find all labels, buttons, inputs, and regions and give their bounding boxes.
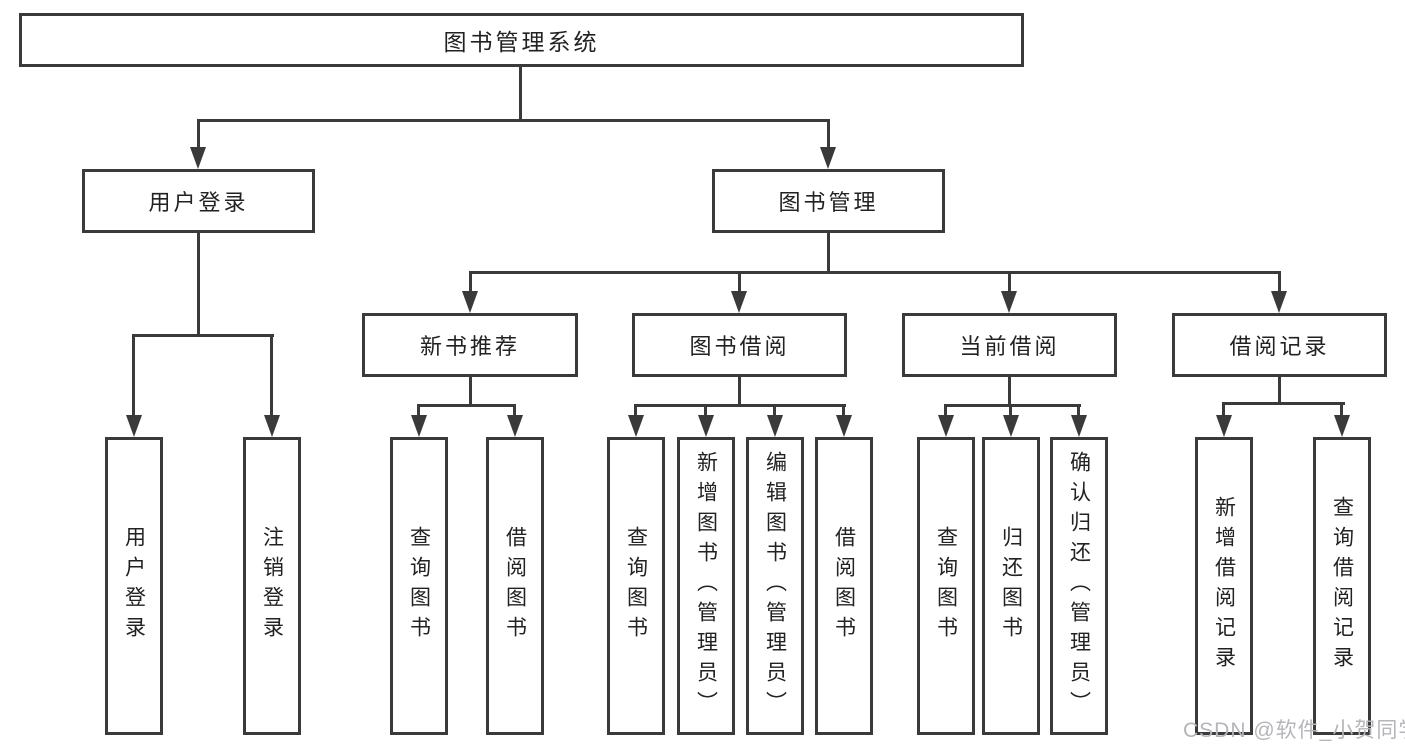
arrow-down-icon <box>1334 415 1350 437</box>
connector-line <box>1278 271 1281 293</box>
node-current-borrowing: 当前借阅 <box>902 313 1117 377</box>
connector-line <box>827 119 830 149</box>
arrow-down-icon <box>731 291 747 313</box>
leaf-label: 归还图书 <box>999 526 1023 646</box>
connector-line <box>1008 377 1011 407</box>
node-borrow-records: 借阅记录 <box>1172 313 1387 377</box>
leaf-label: 新增借阅记录 <box>1212 496 1236 676</box>
leaf-return-books: 归还图书 <box>982 437 1040 735</box>
arrow-down-icon <box>264 415 280 437</box>
node-book-borrowing: 图书借阅 <box>632 313 847 377</box>
leaf-label: 查询图书 <box>407 526 431 646</box>
connector-line <box>469 271 1281 274</box>
leaf-label: 借阅图书 <box>832 526 856 646</box>
leaf-borrow-books-recommend: 借阅图书 <box>486 437 544 735</box>
leaf-label: 注销登录 <box>260 526 284 646</box>
leaf-label: 借阅图书 <box>503 526 527 646</box>
node-label: 新书推荐 <box>419 334 520 359</box>
connector-line <box>773 404 776 416</box>
node-label: 图书管理系统 <box>443 29 600 55</box>
arrow-down-icon <box>1003 415 1019 437</box>
arrow-down-icon <box>126 415 142 437</box>
node-label: 用户登录 <box>148 190 249 215</box>
leaf-edit-book-admin: 编辑图书（管理员） <box>746 437 804 735</box>
arrow-down-icon <box>190 147 206 169</box>
arrow-down-icon <box>507 415 523 437</box>
connector-line <box>1008 271 1011 293</box>
leaf-query-books-borrowing: 查询图书 <box>607 437 665 735</box>
connector-line <box>469 377 472 407</box>
connector-line <box>634 404 846 407</box>
connector-line <box>270 334 273 416</box>
connector-line <box>827 233 830 274</box>
leaf-label: 查询图书 <box>624 526 648 646</box>
node-label: 图书借阅 <box>689 334 790 359</box>
connector-line <box>132 334 274 337</box>
leaf-label: 确认归还（管理员） <box>1067 451 1091 721</box>
connector-line <box>944 404 1081 407</box>
node-library-management-system: 图书管理系统 <box>19 13 1024 67</box>
connector-line <box>417 404 516 407</box>
node-new-book-recommend: 新书推荐 <box>362 313 578 377</box>
connector-line <box>197 119 830 122</box>
node-label: 借阅记录 <box>1229 334 1330 359</box>
connector-line <box>738 377 741 407</box>
arrow-down-icon <box>820 147 836 169</box>
arrow-down-icon <box>1071 415 1087 437</box>
node-user-login: 用户登录 <box>82 169 315 233</box>
node-label: 图书管理 <box>778 190 879 215</box>
connector-line <box>519 67 522 121</box>
leaf-query-borrow-record: 查询借阅记录 <box>1313 437 1371 735</box>
arrow-down-icon <box>767 415 783 437</box>
connector-line <box>197 119 200 149</box>
leaf-label: 查询图书 <box>934 526 958 646</box>
arrow-down-icon <box>836 415 852 437</box>
leaf-label: 用户登录 <box>122 526 146 646</box>
connector-line <box>634 404 637 416</box>
connector-line <box>1278 377 1281 405</box>
connector-line <box>1340 402 1343 416</box>
connector-line <box>842 404 845 416</box>
connector-line <box>1077 404 1080 416</box>
arrow-down-icon <box>1271 291 1287 313</box>
connector-line <box>1009 404 1012 416</box>
leaf-add-borrow-record: 新增借阅记录 <box>1195 437 1253 735</box>
leaf-logout-login: 注销登录 <box>243 437 301 735</box>
connector-line <box>738 271 741 293</box>
leaf-label: 编辑图书（管理员） <box>763 451 787 721</box>
connector-line <box>1222 402 1225 416</box>
leaf-user-login: 用户登录 <box>105 437 163 735</box>
leaf-query-books-current: 查询图书 <box>917 437 975 735</box>
arrow-down-icon <box>938 415 954 437</box>
arrow-down-icon <box>1001 291 1017 313</box>
leaf-label: 查询借阅记录 <box>1330 496 1354 676</box>
connector-line <box>469 271 472 293</box>
leaf-label: 新增图书（管理员） <box>694 451 718 721</box>
connector-line <box>704 404 707 416</box>
leaf-confirm-return-admin: 确认归还（管理员） <box>1050 437 1108 735</box>
connector-line <box>197 233 200 337</box>
arrow-down-icon <box>462 291 478 313</box>
connector-line <box>513 404 516 416</box>
connector-line <box>1222 402 1345 405</box>
connector-line <box>417 404 420 416</box>
arrow-down-icon <box>628 415 644 437</box>
leaf-query-books-recommend: 查询图书 <box>390 437 448 735</box>
leaf-add-book-admin: 新增图书（管理员） <box>677 437 735 735</box>
node-book-management: 图书管理 <box>712 169 945 233</box>
arrow-down-icon <box>1216 415 1232 437</box>
arrow-down-icon <box>698 415 714 437</box>
arrow-down-icon <box>411 415 427 437</box>
connector-line <box>944 404 947 416</box>
csdn-watermark: CSDN @软件_小贺同学 <box>1183 719 1405 742</box>
connector-line <box>132 334 135 416</box>
leaf-borrow-books-borrowing: 借阅图书 <box>815 437 873 735</box>
node-label: 当前借阅 <box>959 334 1060 359</box>
